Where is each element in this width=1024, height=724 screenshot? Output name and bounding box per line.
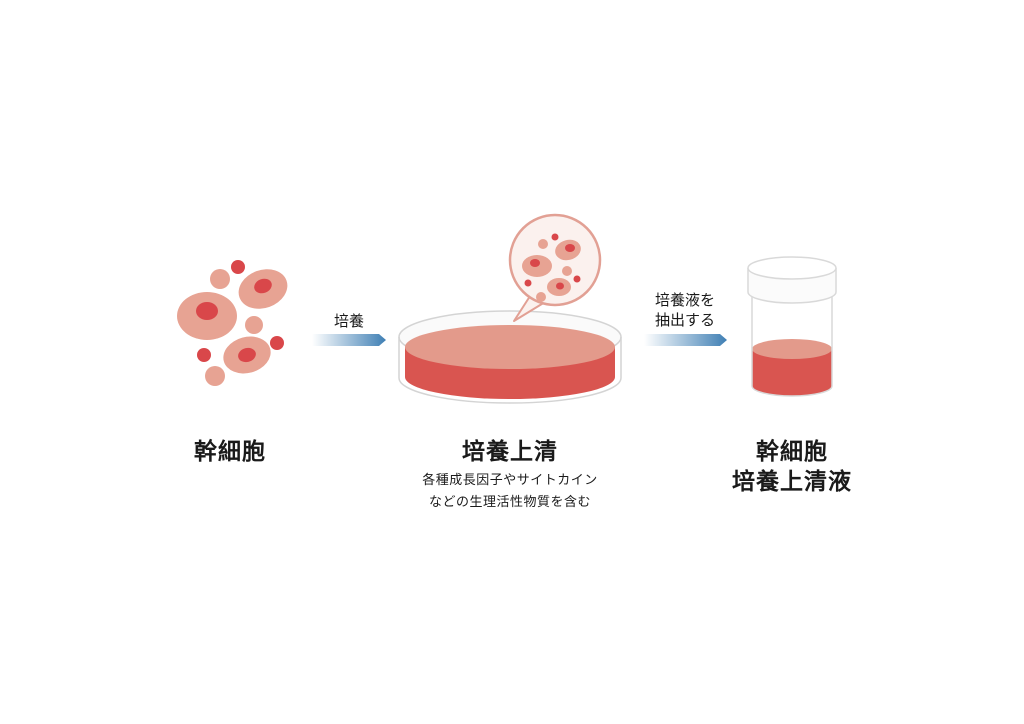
magnified-small-cell: [538, 239, 548, 249]
stem-cell-dot: [270, 336, 284, 350]
magnified-small-cell: [536, 292, 546, 302]
magnified-dot: [573, 275, 581, 283]
stem-cell-dot: [197, 348, 211, 362]
cell-nucleus: [254, 278, 272, 294]
cell-nucleus: [565, 244, 575, 252]
final-product-title-line1: 幹細胞: [756, 439, 828, 465]
container-body: [751, 296, 833, 397]
bubble-circle: [508, 213, 602, 307]
cell-nucleus: [556, 282, 564, 290]
magnified-dot: [524, 279, 532, 287]
container-illustration: [747, 256, 837, 397]
magnified-dot: [551, 233, 559, 241]
petri-dish-rim: [398, 337, 622, 404]
container-cap-top: [747, 256, 837, 280]
culture-supernatant-title: 培養上清: [462, 439, 558, 465]
cell-nucleus: [530, 259, 540, 267]
culture-supernatant-desc-line2: などの生理活性物質を含む: [428, 495, 591, 510]
stem-cell-dot: [231, 260, 245, 274]
culture-supernatant-desc-line1: 各種成長因子やサイトカイン: [422, 473, 598, 488]
stem-cells-title: 幹細胞: [194, 439, 266, 465]
final-product-title-line2: 培養上清液: [732, 469, 852, 495]
container-liquid: [752, 349, 832, 396]
magnified-small-cell: [562, 266, 572, 276]
cell-nucleus: [196, 302, 218, 320]
petri-dish-illustration: [398, 310, 622, 404]
extract-arrow-label-line1: 培養液を: [654, 291, 715, 309]
stem-cell-small: [210, 269, 230, 289]
stem-cell-small: [205, 366, 225, 386]
container-liquid-surface: [752, 339, 832, 359]
arrow-extract: [644, 334, 727, 346]
petri-dish-medium-surface: [405, 325, 615, 369]
arrow-culture: [312, 334, 386, 346]
extract-arrow-label-line2: 抽出する: [654, 311, 715, 329]
stem-cells-illustration: [177, 260, 288, 386]
stem-cell-small: [245, 316, 263, 334]
cell-nucleus: [238, 347, 256, 363]
magnified-bubble: [508, 213, 602, 322]
culture-arrow-label: 培養: [333, 312, 364, 330]
